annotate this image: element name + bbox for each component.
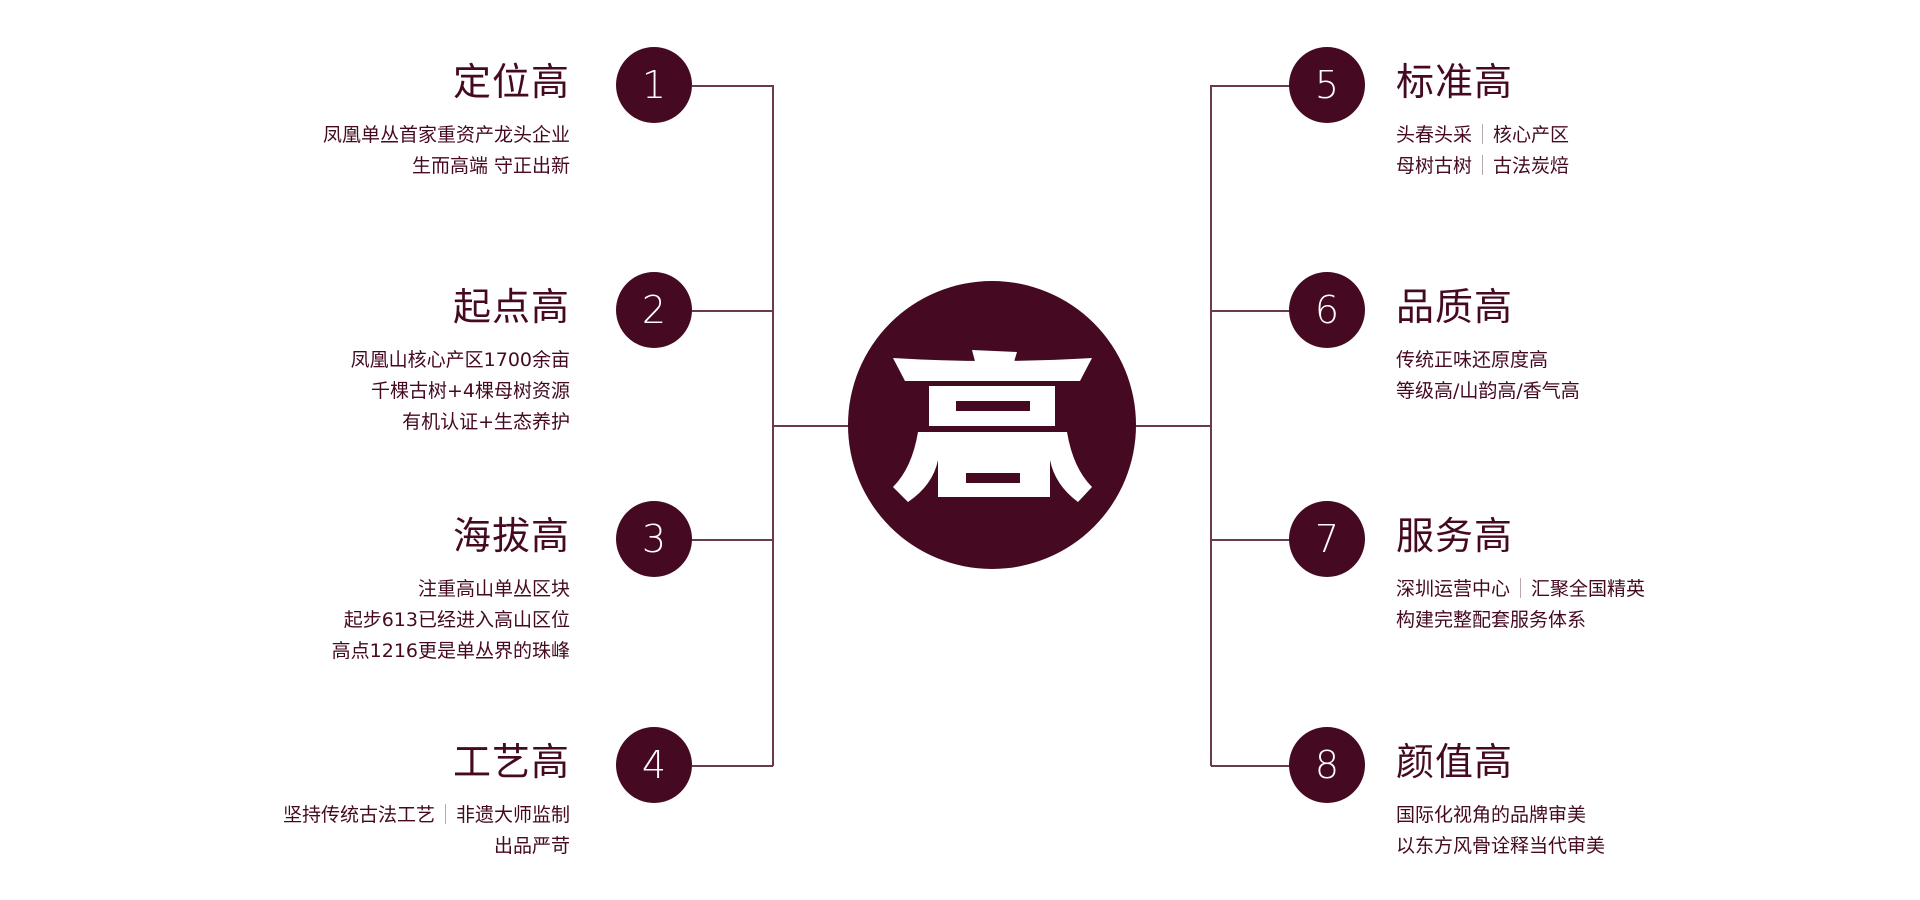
separator-divider	[1482, 124, 1484, 144]
feature-title: 颜值高	[1396, 740, 1514, 784]
description-text: 古法炭焙	[1493, 155, 1570, 177]
right-branch-line-7	[1211, 539, 1291, 541]
description-line: 母树古树古法炭焙	[1396, 151, 1916, 182]
feature-item-5: 标准高头春头采核心产区母树古树古法炭焙	[1396, 58, 1916, 182]
number-badge-7: 7	[1289, 501, 1365, 577]
description-line: 深圳运营中心汇聚全国精英	[1396, 574, 1916, 605]
left-hub-connector	[772, 425, 852, 427]
number-badge-5: 5	[1289, 47, 1365, 123]
feature-item-1: 定位高凤凰单丛首家重资产龙头企业生而高端 守正出新	[50, 58, 570, 182]
description-line: 凤凰单丛首家重资产龙头企业	[50, 120, 570, 151]
feature-item-3: 海拔高注重高山单丛区块起步613已经进入高山区位高点1216更是单丛界的珠峰	[50, 512, 570, 667]
description-text: 高点1216更是单丛界的珠峰	[331, 640, 570, 662]
separator-divider	[1482, 155, 1484, 175]
description-line: 生而高端 守正出新	[50, 151, 570, 182]
right-branch-line-5	[1211, 85, 1291, 87]
description-text: 国际化视角的品牌审美	[1396, 804, 1587, 826]
description-line: 出品严苛	[50, 831, 570, 862]
description-text: 等级高/山韵高/香气高	[1396, 380, 1580, 402]
feature-title: 海拔高	[452, 514, 570, 558]
feature-description: 传统正味还原度高等级高/山韵高/香气高	[1396, 345, 1916, 407]
description-text: 非遗大师监制	[455, 804, 570, 826]
feature-description: 深圳运营中心汇聚全国精英构建完整配套服务体系	[1396, 574, 1916, 636]
right-branch-line-6	[1211, 310, 1291, 312]
description-text: 传统正味还原度高	[1396, 349, 1549, 371]
feature-title: 标准高	[1396, 60, 1514, 104]
description-line: 高点1216更是单丛界的珠峰	[50, 636, 570, 667]
description-line: 坚持传统古法工艺非遗大师监制	[50, 800, 570, 831]
right-branch-line-8	[1211, 765, 1291, 767]
feature-item-8: 颜值高国际化视角的品牌审美以东方风骨诠释当代审美	[1396, 738, 1916, 862]
left-branch-line-2	[692, 310, 773, 312]
feature-title: 起点高	[452, 285, 570, 329]
number-badge-2: 2	[616, 272, 692, 348]
feature-title: 服务高	[1396, 514, 1514, 558]
description-text: 生而高端 守正出新	[411, 155, 570, 177]
description-line: 等级高/山韵高/香气高	[1396, 376, 1916, 407]
description-text: 坚持传统古法工艺	[282, 804, 435, 826]
description-line: 以东方风骨诠释当代审美	[1396, 831, 1916, 862]
feature-description: 头春头采核心产区母树古树古法炭焙	[1396, 120, 1916, 182]
description-line: 注重高山单丛区块	[50, 574, 570, 605]
number-badge-4: 4	[616, 727, 692, 803]
description-text: 母树古树	[1396, 155, 1473, 177]
feature-description: 凤凰山核心产区1700余亩千棵古树+4棵母树资源有机认证+生态养护	[50, 345, 570, 438]
left-branch-line-4	[692, 765, 773, 767]
description-text: 深圳运营中心	[1396, 578, 1511, 600]
description-text: 起步613已经进入高山区位	[343, 609, 570, 631]
description-text: 核心产区	[1493, 124, 1570, 146]
description-line: 传统正味还原度高	[1396, 345, 1916, 376]
feature-item-4: 工艺高坚持传统古法工艺非遗大师监制出品严苛	[50, 738, 570, 862]
feature-item-7: 服务高深圳运营中心汇聚全国精英构建完整配套服务体系	[1396, 512, 1916, 636]
description-text: 千棵古树+4棵母树资源	[370, 380, 570, 402]
feature-title: 品质高	[1396, 285, 1514, 329]
description-line: 起步613已经进入高山区位	[50, 605, 570, 636]
feature-description: 国际化视角的品牌审美以东方风骨诠释当代审美	[1396, 800, 1916, 862]
feature-item-6: 品质高传统正味还原度高等级高/山韵高/香气高	[1396, 283, 1916, 407]
feature-description: 坚持传统古法工艺非遗大师监制出品严苛	[50, 800, 570, 862]
description-line: 有机认证+生态养护	[50, 407, 570, 438]
feature-description: 凤凰单丛首家重资产龙头企业生而高端 守正出新	[50, 120, 570, 182]
feature-item-2: 起点高凤凰山核心产区1700余亩千棵古树+4棵母树资源有机认证+生态养护	[50, 283, 570, 438]
description-line: 凤凰山核心产区1700余亩	[50, 345, 570, 376]
center-hub-icon: 高	[848, 281, 1136, 569]
left-branch-line-1	[692, 85, 773, 87]
description-text: 构建完整配套服务体系	[1396, 609, 1587, 631]
feature-title: 工艺高	[452, 740, 570, 784]
feature-description: 注重高山单丛区块起步613已经进入高山区位高点1216更是单丛界的珠峰	[50, 574, 570, 667]
description-line: 头春头采核心产区	[1396, 120, 1916, 151]
right-hub-connector	[1132, 425, 1212, 427]
description-text: 头春头采	[1396, 124, 1473, 146]
number-badge-3: 3	[616, 501, 692, 577]
separator-divider	[1520, 578, 1522, 598]
description-text: 汇聚全国精英	[1531, 578, 1646, 600]
separator-divider	[444, 804, 446, 824]
description-line: 构建完整配套服务体系	[1396, 605, 1916, 636]
description-text: 以东方风骨诠释当代审美	[1396, 835, 1606, 857]
number-badge-1: 1	[616, 47, 692, 123]
number-badge-6: 6	[1289, 272, 1365, 348]
description-text: 凤凰山核心产区1700余亩	[350, 349, 570, 371]
description-line: 国际化视角的品牌审美	[1396, 800, 1916, 831]
description-text: 有机认证+生态养护	[402, 411, 570, 433]
description-text: 注重高山单丛区块	[417, 578, 570, 600]
feature-title: 定位高	[452, 60, 570, 104]
description-line: 千棵古树+4棵母树资源	[50, 376, 570, 407]
left-branch-line-3	[692, 539, 773, 541]
description-text: 出品严苛	[493, 835, 570, 857]
number-badge-8: 8	[1289, 727, 1365, 803]
description-text: 凤凰单丛首家重资产龙头企业	[322, 124, 570, 146]
